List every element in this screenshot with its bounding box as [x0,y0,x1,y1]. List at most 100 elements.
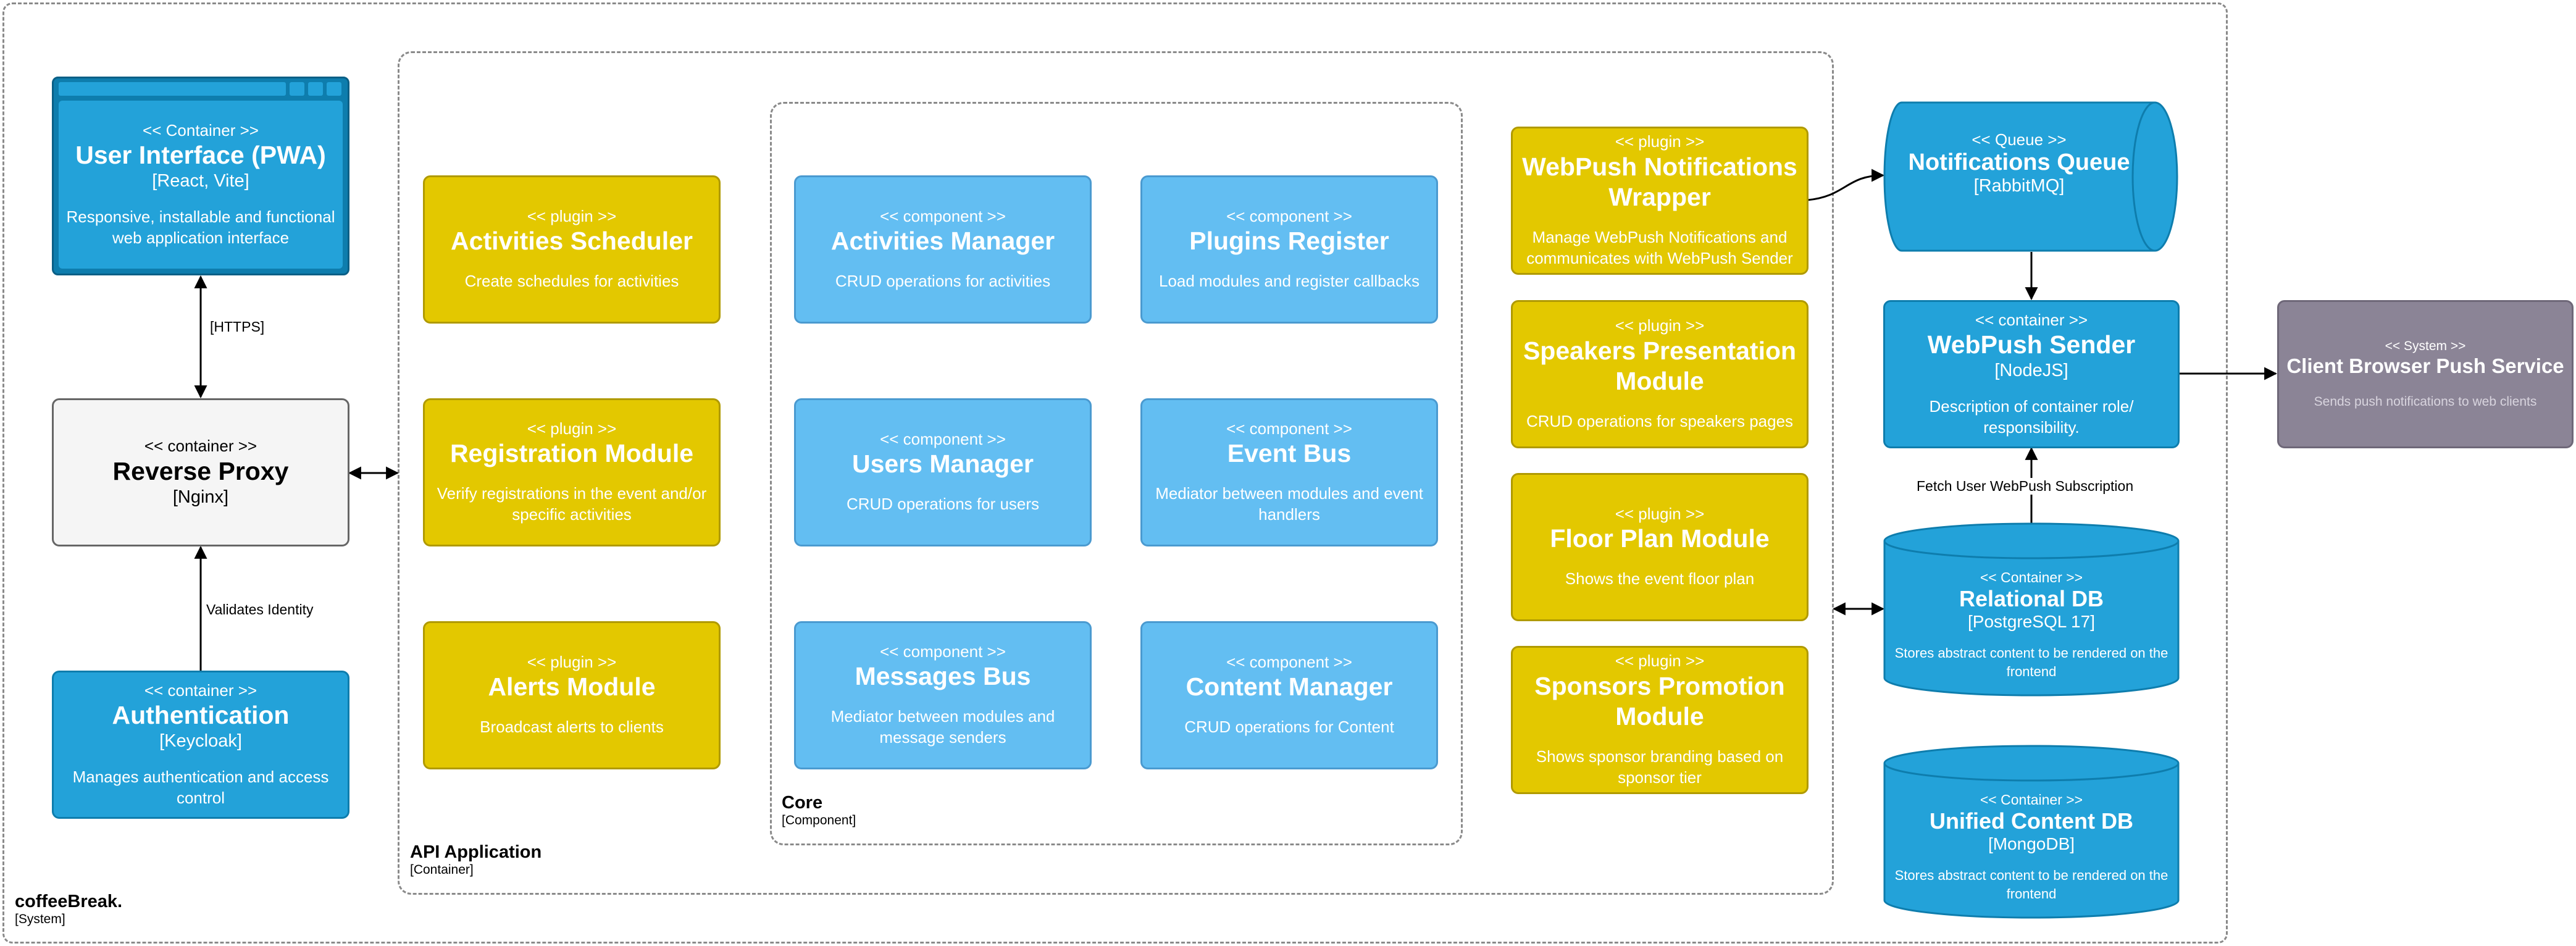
edge-wrapper-queue [1807,169,1885,201]
reldb-tech: [PostgreSQL 17] [1968,611,2095,631]
api-application-label: API Application [Container] [410,842,542,877]
api-application-type: [Container] [410,863,474,877]
component-description: CRUD operations for activities [835,272,1051,291]
unified-db-shape [1883,745,2180,919]
plugin-activities-scheduler[interactable]: << plugin >> Activities Scheduler Create… [423,175,721,324]
unidb-name: Unified Content DB [1930,808,2133,834]
webpush-description: Description of container role/ responsib… [1929,396,2134,437]
ui-stereotype: << Container >> [143,120,259,140]
component-description: CRUD operations for Content [1184,718,1394,737]
unified-db-text: << Container >> Unified Content DB [Mong… [1883,785,2180,909]
plugin-sponsors-promotion-module[interactable]: << plugin >> Sponsors Promotion Module S… [1511,646,1809,794]
unidb-tech: [MongoDB] [1988,834,2075,853]
plugin-name: Alerts Module [488,672,656,701]
core-label: Core [Component] [782,793,856,828]
core-type: [Component] [782,813,856,827]
plugin-webpush-notifications-wrapper[interactable]: << plugin >> WebPush Notifications Wrapp… [1511,127,1809,275]
plugin-stereotype: << plugin >> [1615,316,1705,335]
webpush-tech: [NodeJS] [1994,360,2068,380]
window-control-icon [290,82,304,96]
queue-tech: [RabbitMQ] [1973,175,2065,196]
queue-stereotype: << Queue >> [1972,130,2067,149]
plugin-name: Floor Plan Module [1550,524,1770,553]
ui-name: User Interface (PWA) [75,140,326,169]
component-name: Event Bus [1227,439,1352,468]
plugin-stereotype: << plugin >> [527,419,617,438]
queue-name: Notifications Queue [1908,149,2130,175]
component-content-manager[interactable]: << component >> Content Manager CRUD ope… [1140,621,1438,769]
plugin-alerts-module[interactable]: << plugin >> Alerts Module Broadcast ale… [423,621,721,769]
component-name: Content Manager [1186,672,1393,701]
plugin-description: Broadcast alerts to clients [480,718,664,737]
system-title: coffeeBreak. [15,892,123,911]
component-activities-manager[interactable]: << component >> Activities Manager CRUD … [794,175,1092,324]
component-name: Messages Bus [855,662,1031,691]
plugin-registration-module[interactable]: << plugin >> Registration Module Verify … [423,398,721,546]
component-event-bus[interactable]: << component >> Event Bus Mediator betwe… [1140,398,1438,546]
system-type: [System] [15,912,65,926]
system-boundary [2,2,2228,944]
api-application-title: API Application [410,842,542,862]
window-control-icon [327,82,341,96]
plugin-stereotype: << plugin >> [527,206,617,225]
core-title: Core [782,793,823,813]
webpush-stereotype: << container >> [1975,310,2088,329]
auth-description: Manages authentication and access contro… [72,767,329,807]
external-description: Sends push notifications to web clients [2314,394,2537,409]
queue-text: << Queue >> Notifications Queue [RabbitM… [1883,120,2155,206]
external-name: Client Browser Push Service [2286,354,2564,378]
proxy-name: Reverse Proxy [112,456,289,485]
auth-stereotype: << container >> [144,680,257,700]
plugin-stereotype: << plugin >> [1615,651,1705,671]
component-messages-bus[interactable]: << component >> Messages Bus Mediator be… [794,621,1092,769]
plugin-stereotype: << plugin >> [527,652,617,671]
component-name: Users Manager [852,450,1034,479]
component-stereotype: << component >> [1226,419,1352,438]
queue-shape [1883,101,2178,252]
unified-content-db[interactable]: << Container >> Unified Content DB [Mong… [1883,745,2180,919]
proxy-tech: [Nginx] [172,487,229,507]
plugin-description: CRUD operations for speakers pages [1526,411,1794,430]
plugin-description: Shows sponsor branding based on sponsor … [1536,747,1784,787]
window-control-icon [308,82,323,96]
component-stereotype: << component >> [1226,206,1352,225]
webpush-sender-container[interactable]: << container >> WebPush Sender [NodeJS] … [1883,300,2180,448]
reverse-proxy-container[interactable]: << container >> Reverse Proxy [Nginx] [52,398,349,546]
plugin-description: Verify registrations in the event and/or… [437,484,707,524]
component-users-manager[interactable]: << component >> Users Manager CRUD opera… [794,398,1092,546]
client-browser-push-service[interactable]: << System >> Client Browser Push Service… [2277,300,2574,448]
component-description: CRUD operations for users [846,495,1040,514]
unidb-stereotype: << Container >> [1980,791,2083,808]
auth-name: Authentication [112,700,290,729]
external-stereotype: << System >> [2385,338,2466,353]
notifications-queue[interactable]: << Queue >> Notifications Queue [RabbitM… [1883,101,2180,252]
window-title-bar [59,82,286,96]
component-name: Activities Manager [830,227,1055,256]
edge-label-validates-identity: Validates Identity [204,601,316,618]
relational-db-shape [1883,522,2180,697]
edge-label-fetch-subscription: Fetch User WebPush Subscription [1914,478,2136,495]
authentication-container[interactable]: << container >> Authentication [Keycloak… [52,671,349,819]
plugin-floor-plan-module[interactable]: << plugin >> Floor Plan Module Shows the… [1511,473,1809,621]
component-stereotype: << component >> [880,642,1006,661]
component-description: Mediator between modules and event handl… [1155,484,1423,524]
component-stereotype: << component >> [1226,652,1352,671]
ui-tech: [React, Vite] [152,170,249,191]
plugin-speakers-presentation-module[interactable]: << plugin >> Speakers Presentation Modul… [1511,300,1809,448]
relational-db[interactable]: << Container >> Relational DB [PostgreSQ… [1883,522,2180,697]
component-description: Load modules and register callbacks [1158,272,1420,291]
proxy-stereotype: << container >> [144,437,257,456]
unidb-description: Stores abstract content to be rendered o… [1894,867,2168,902]
component-plugins-register[interactable]: << component >> Plugins Register Load mo… [1140,175,1438,324]
user-interface-container[interactable]: << Container >> User Interface (PWA) [Re… [52,77,349,275]
reldb-stereotype: << Container >> [1980,569,2083,585]
component-description: Mediator between modules and message sen… [830,707,1055,747]
plugin-stereotype: << plugin >> [1615,504,1705,523]
plugin-name: Speakers Presentation Module [1523,336,1797,395]
plugin-name: Activities Scheduler [451,227,693,256]
reldb-description: Stores abstract content to be rendered o… [1894,645,2168,679]
auth-tech: [Keycloak] [159,730,242,751]
plugin-description: Manage WebPush Notifications and communi… [1526,227,1793,267]
edge-label-https: [HTTPS] [207,319,267,335]
plugin-description: Shows the event floor plan [1565,569,1755,588]
